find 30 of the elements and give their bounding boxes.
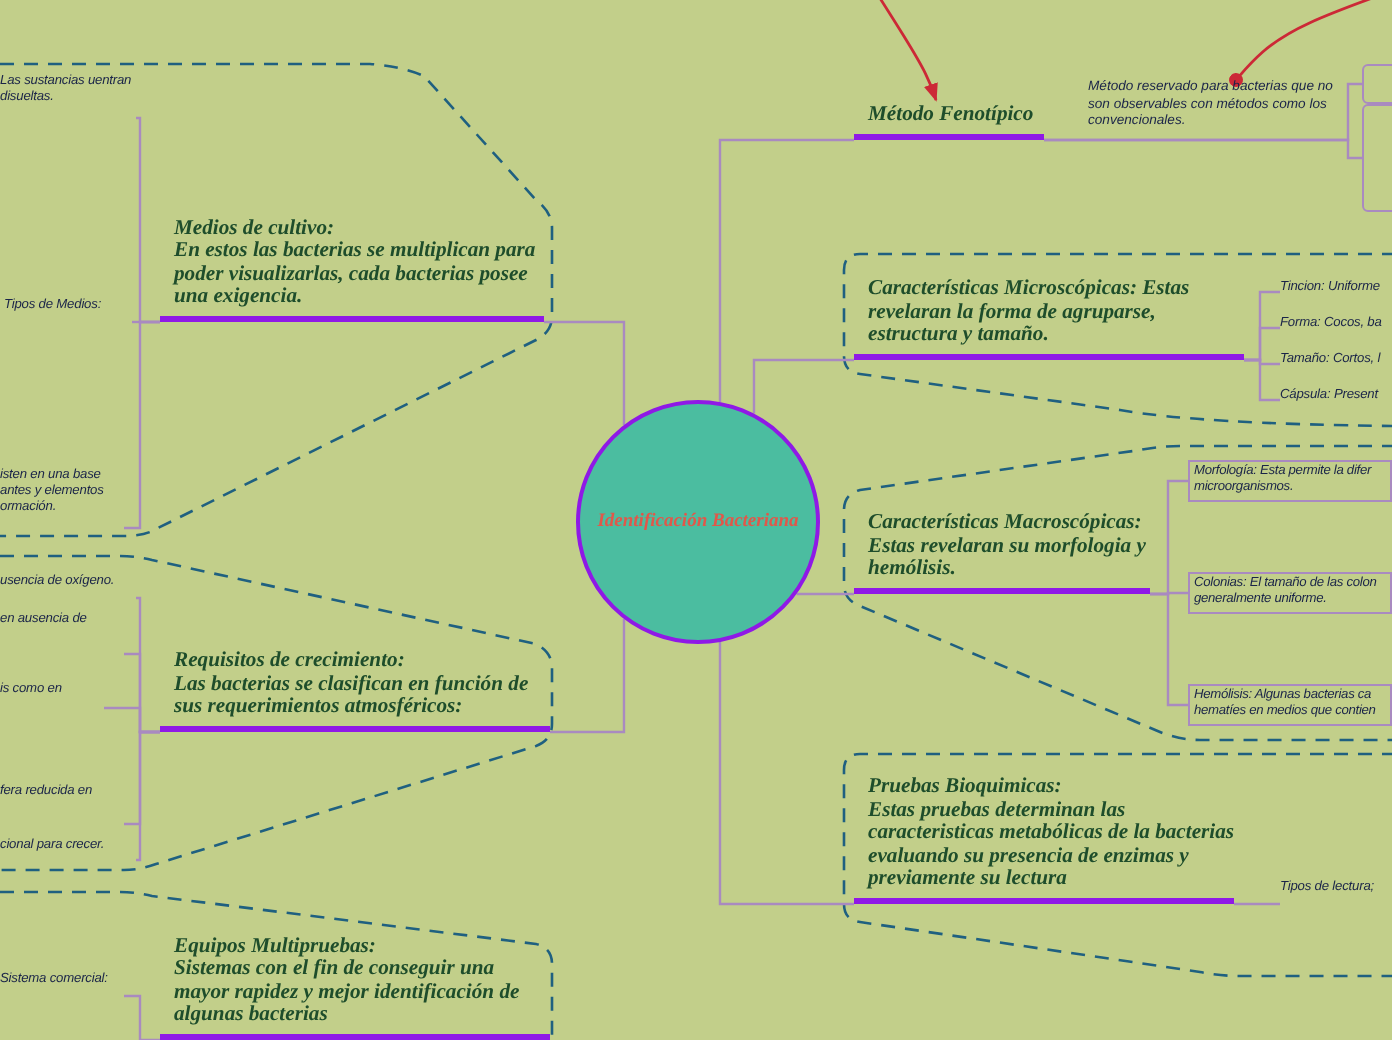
connector-line	[124, 994, 160, 1040]
connector-line	[1234, 902, 1280, 906]
connector-line	[718, 642, 854, 906]
topic-description: Estas pruebas determinan las caracteristicas metabólicas de la bacterias evaluando su presencia de enzimas y previamente su lectura	[868, 799, 1234, 892]
subtopic-box	[1362, 64, 1392, 104]
topic-description: En estos las bacterias se multiplican para poder visualizarlas, cada bacterias posee una exigencia.	[174, 240, 538, 310]
connector-line	[124, 320, 160, 530]
topic-heading: Pruebas Bioquimicas:	[868, 776, 1064, 800]
subtopic-box	[1362, 104, 1392, 212]
connector-line	[718, 138, 854, 402]
topic-heading: Equipos Multipruebas:	[174, 935, 378, 959]
topic-heading: Características Macroscópicas:	[868, 512, 1144, 536]
connector-line	[1044, 138, 1362, 160]
arrow	[874, 0, 938, 102]
topic-underline	[854, 100, 1044, 140]
topic-heading: Método Fenotípico	[868, 104, 1036, 128]
connector-line	[752, 358, 854, 414]
topic-description: Sistemas con el fin de conseguir una mayor rapidez y mejor identificación de algunas bacterias	[174, 958, 522, 1028]
connector-line	[1244, 358, 1280, 402]
topic-heading: Requisitos de crecimiento:	[174, 650, 407, 674]
topic-underline	[854, 510, 1150, 594]
topic-description: Las bacterias se clasifican en función de sus requerimientos atmosféricos:	[174, 673, 531, 720]
topic-heading: Medios de cultivo:	[174, 217, 337, 241]
connector-line	[550, 619, 626, 734]
connector-line	[796, 592, 854, 596]
central-topic-circle: Identificación Bacteriana	[576, 400, 820, 644]
connector-line	[1150, 592, 1188, 707]
topic-description: Estas revelaran su morfologia y hemólisis.	[868, 535, 1148, 582]
connector-line	[544, 320, 626, 425]
topic-heading: Características Microscópicas: Estas revelaran la forma de agruparse, estructura y tamaño.	[868, 278, 1192, 348]
